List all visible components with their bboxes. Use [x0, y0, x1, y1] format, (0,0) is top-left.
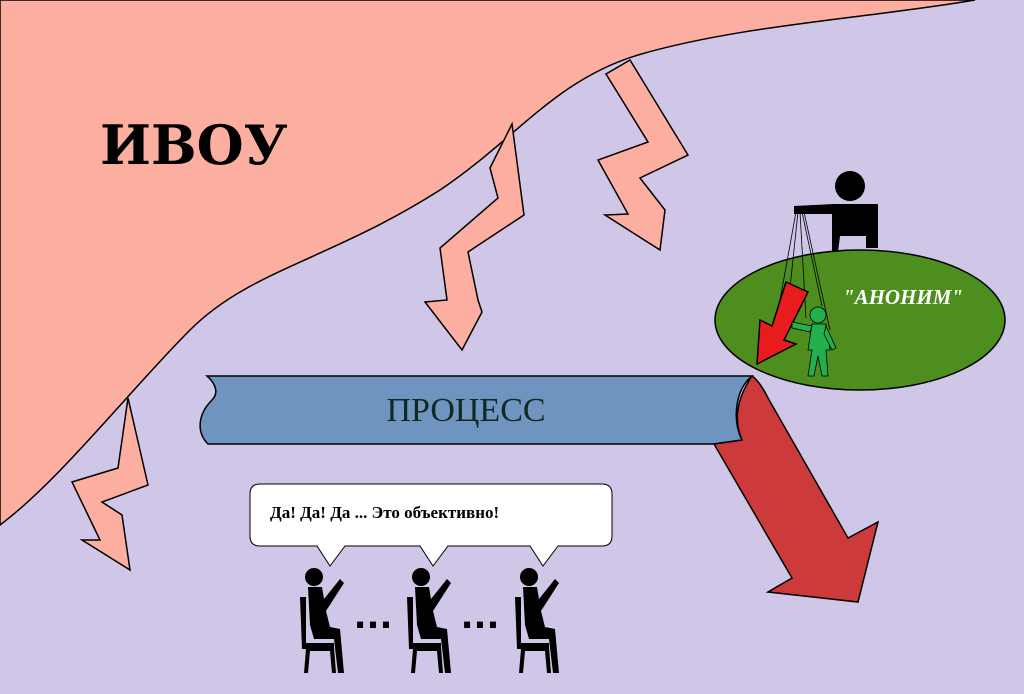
- puppet-icon: [791, 306, 837, 377]
- pointer-arrow: [756, 280, 810, 366]
- seated-person-icon: [300, 568, 344, 673]
- puppeteer-icon: [794, 171, 878, 252]
- ellipsis-2: ...: [461, 597, 500, 637]
- seated-person-icon: [515, 568, 559, 673]
- lightning-arrow-icon: [596, 58, 690, 252]
- ellipsis-1: ...: [354, 597, 393, 637]
- seated-person-icon: [407, 568, 451, 673]
- lightning-arrow-icon: [423, 121, 525, 352]
- ivou-region: [0, 0, 976, 526]
- anonymous-label: "АНОНИМ": [843, 285, 963, 309]
- outcome-arrow: [712, 374, 880, 603]
- anonymous-field: [714, 249, 1006, 391]
- process-label: ПРОЦЕСС: [386, 392, 545, 429]
- speech-bubble: Да! Да! Да ... Это объективно!: [249, 483, 613, 567]
- lightning-arrow-icon: [70, 397, 149, 572]
- process-band: [199, 375, 755, 445]
- diagram-title: ИВОУ: [100, 113, 288, 177]
- speech-text: Да! Да! Да ... Это объективно!: [270, 503, 499, 522]
- puppet-strings: [779, 211, 831, 331]
